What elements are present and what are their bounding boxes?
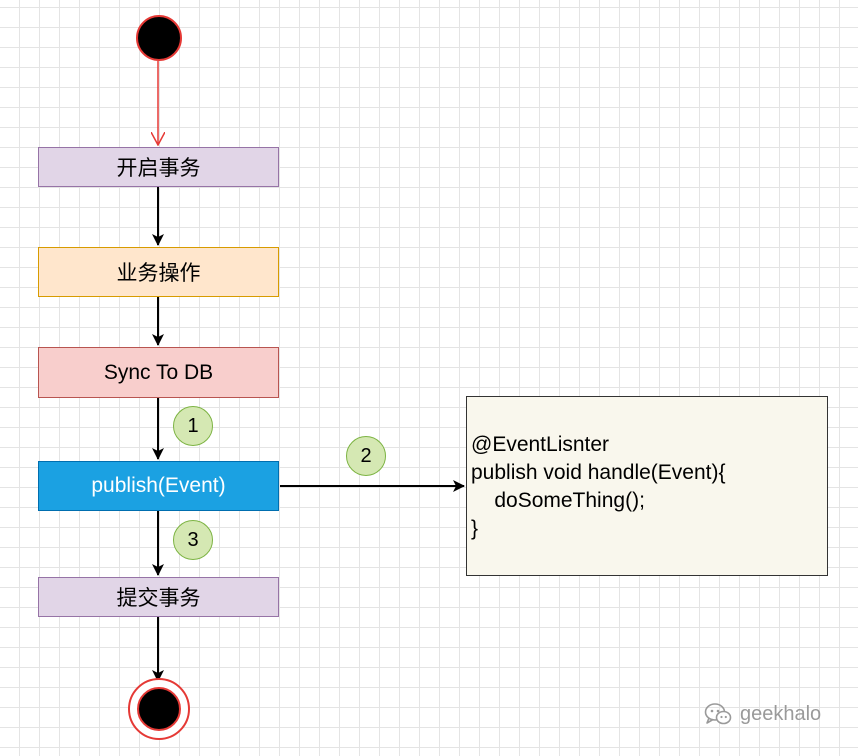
publish-event-node: publish(Event) bbox=[38, 461, 279, 511]
end-node bbox=[128, 678, 190, 740]
watermark: geekhalo bbox=[704, 702, 821, 726]
event-listener-note: @EventLisnter publish void handle(Event)… bbox=[466, 396, 828, 576]
commit-transaction-node: 提交事务 bbox=[38, 577, 279, 617]
step-badge-2-label: 2 bbox=[360, 444, 372, 467]
step-badge-1: 1 bbox=[173, 406, 213, 446]
code-line: doSomeThing(); bbox=[471, 489, 645, 512]
business-operation-label: 业务操作 bbox=[116, 262, 201, 285]
watermark-text: geekhalo bbox=[740, 702, 822, 725]
code-line: @EventLisnter bbox=[471, 433, 610, 456]
step-badge-1-label: 1 bbox=[187, 414, 199, 437]
step-badge-3: 3 bbox=[173, 520, 213, 560]
commit-transaction-label: 提交事务 bbox=[116, 587, 201, 610]
publish-event-label: publish(Event) bbox=[91, 474, 226, 497]
sync-to-db-label: Sync To DB bbox=[103, 360, 214, 384]
start-node bbox=[136, 15, 182, 61]
end-node-core bbox=[137, 687, 181, 731]
sync-to-db-node: Sync To DB bbox=[38, 347, 279, 398]
code-line: publish void handle(Event){ bbox=[471, 461, 726, 484]
begin-transaction-node: 开启事务 bbox=[38, 147, 279, 187]
step-badge-3-label: 3 bbox=[187, 528, 199, 551]
wechat-icon bbox=[704, 703, 732, 725]
business-operation-node: 业务操作 bbox=[38, 247, 279, 297]
code-line: } bbox=[471, 517, 479, 540]
step-badge-2: 2 bbox=[346, 436, 386, 476]
begin-transaction-label: 开启事务 bbox=[116, 157, 201, 180]
